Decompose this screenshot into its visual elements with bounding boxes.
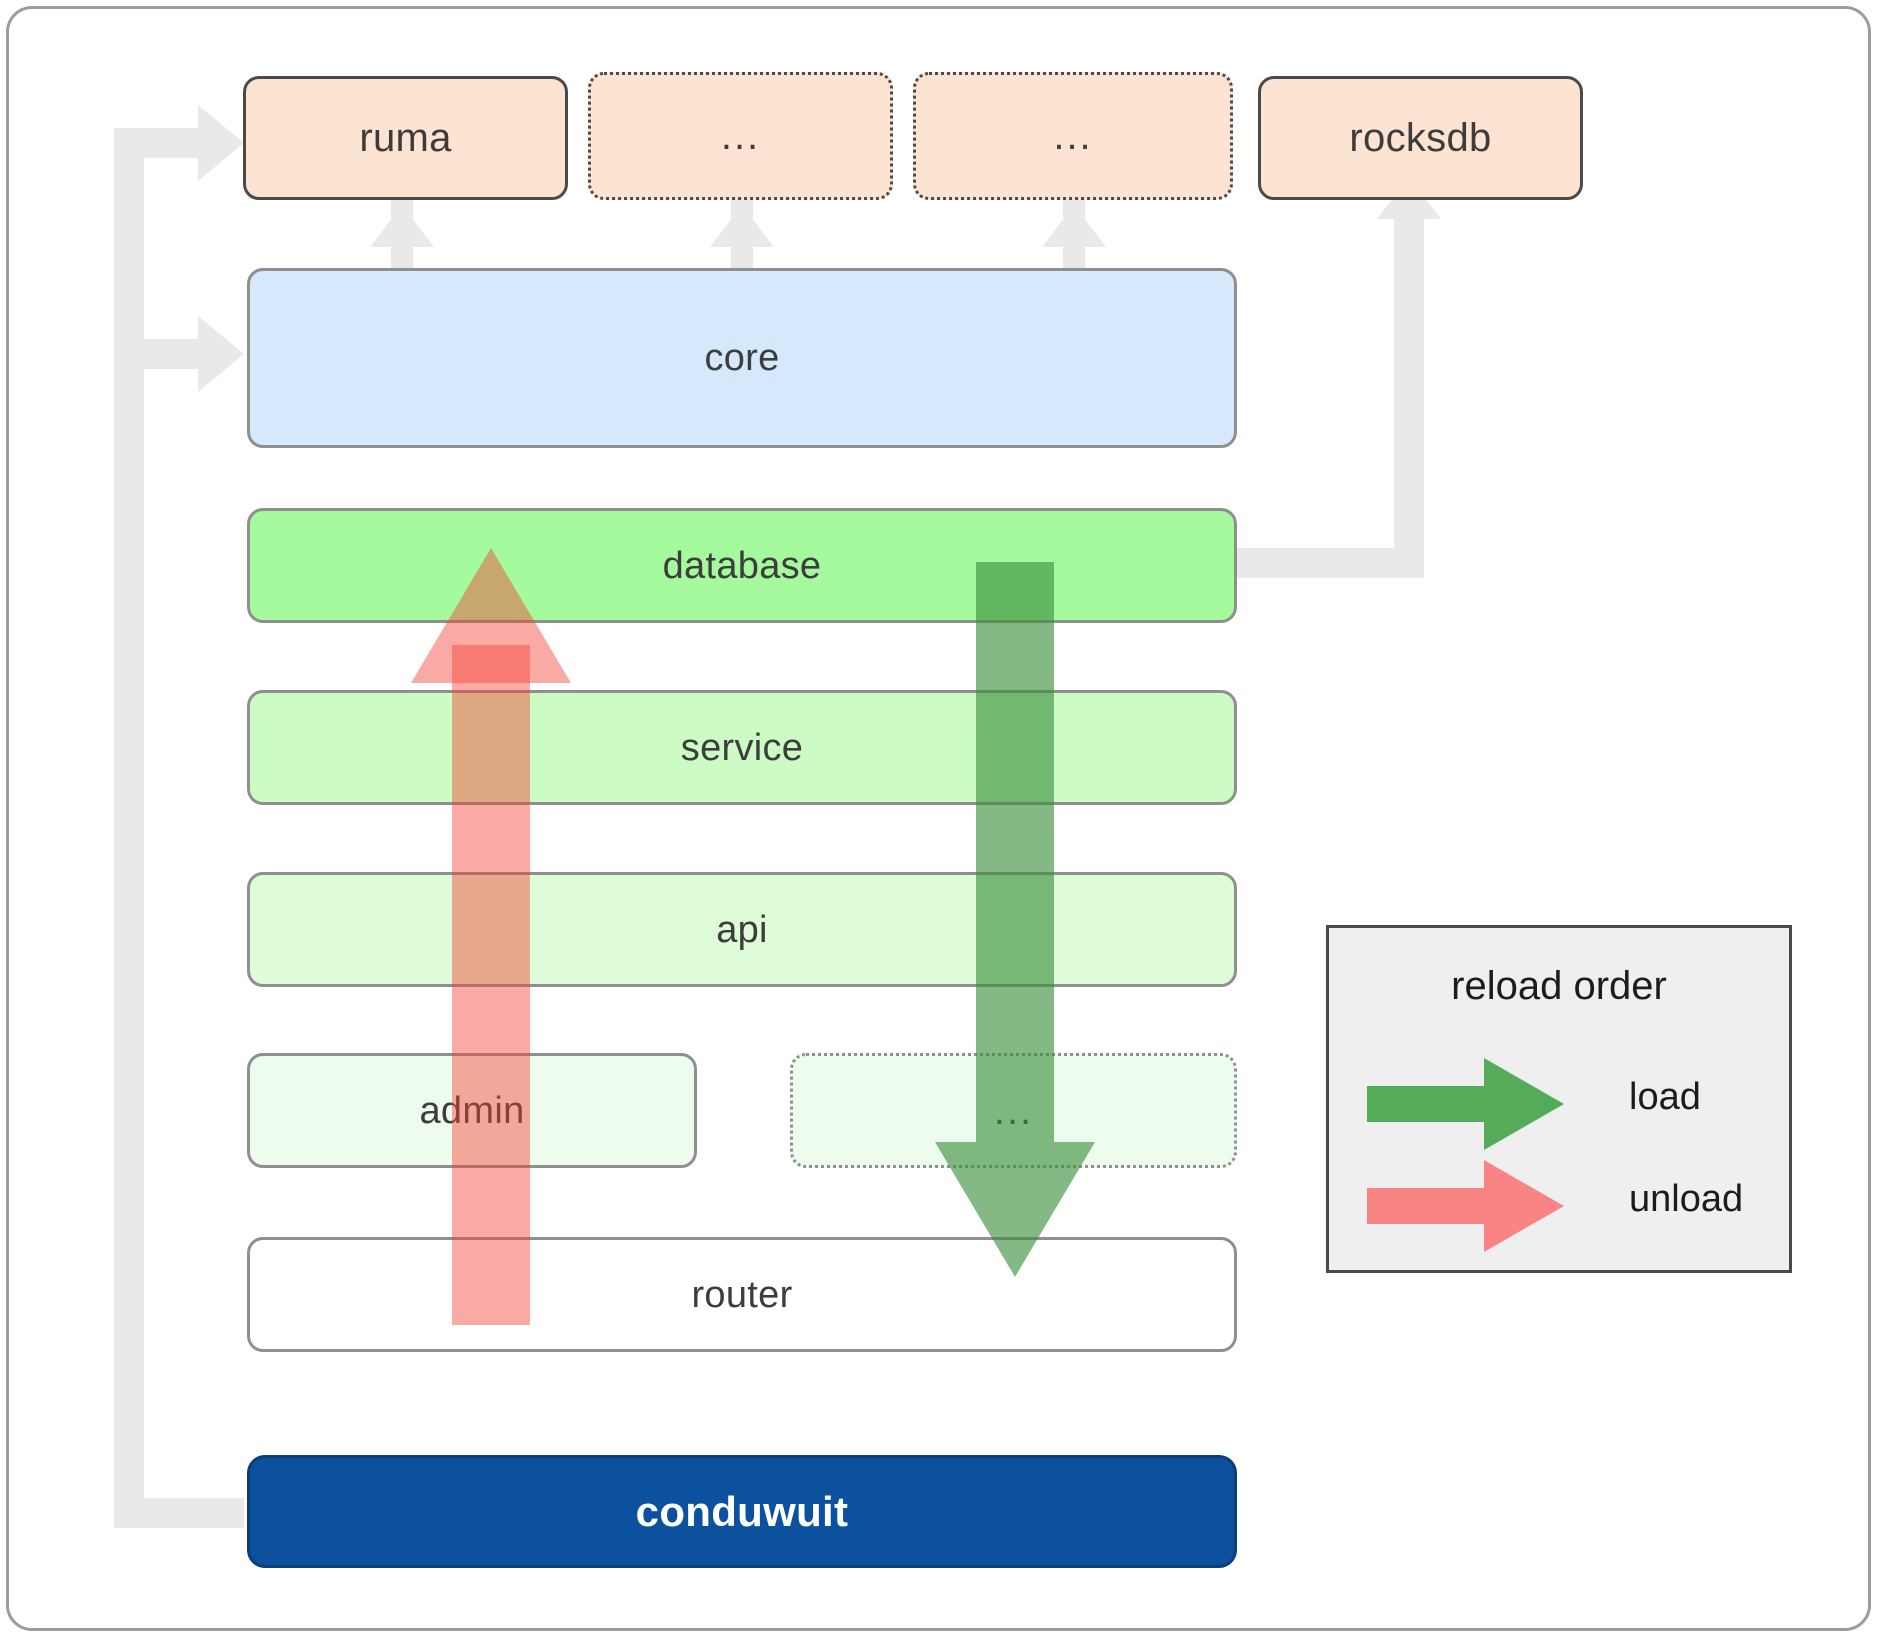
- load-arrow-head: [935, 1142, 1095, 1277]
- connector-arrowhead-core-dots1: [710, 205, 774, 247]
- layer-box-core[interactable]: core: [247, 268, 1237, 448]
- legend-load-arrow-head: [1484, 1058, 1564, 1150]
- layer-label-api: api: [716, 908, 768, 951]
- legend-row-load: load: [1329, 1058, 1789, 1150]
- layer-box-database[interactable]: database: [247, 508, 1237, 623]
- connector-arrowhead-core-ruma: [370, 205, 434, 247]
- layer-box-admin[interactable]: admin: [247, 1053, 697, 1168]
- connector-arrowhead-core-dots2: [1042, 205, 1106, 247]
- legend-unload-label: unload: [1629, 1178, 1744, 1220]
- legend-panel: reload order load unload: [1326, 925, 1792, 1273]
- layer-box-router[interactable]: router: [247, 1237, 1237, 1352]
- dependency-label-rocksdb: rocksdb: [1349, 116, 1492, 160]
- unload-arrow-head: [411, 548, 571, 683]
- connector-left-trunk: [114, 128, 144, 1528]
- connector-database-to-rocksdb-h: [1228, 548, 1424, 578]
- dependency-box-rocksdb[interactable]: rocksdb: [1258, 76, 1583, 200]
- legend-unload-arrow-head: [1484, 1160, 1564, 1252]
- dependency-label-ellipsis-1: ...: [720, 114, 761, 158]
- connector-arrowhead-core: [198, 316, 244, 392]
- connector-arrowhead-ruma: [198, 105, 244, 181]
- layer-label-core: core: [704, 337, 780, 379]
- layer-box-service[interactable]: service: [247, 690, 1237, 805]
- load-arrow-shaft: [976, 562, 1054, 1142]
- unload-arrow-shaft: [452, 645, 530, 1325]
- layer-box-api[interactable]: api: [247, 872, 1237, 987]
- dependency-box-ruma[interactable]: ruma: [243, 76, 568, 200]
- connector-left-to-conduwuit: [114, 1498, 244, 1528]
- connector-database-to-rocksdb-v: [1394, 216, 1424, 578]
- layer-label-router: router: [691, 1273, 793, 1316]
- dependency-box-ellipsis-2[interactable]: ...: [913, 72, 1233, 200]
- brand-box-conduwuit[interactable]: conduwuit: [247, 1455, 1237, 1568]
- layer-label-database: database: [662, 544, 822, 587]
- layer-label-admin: admin: [419, 1089, 525, 1132]
- dependency-label-ellipsis-2: ...: [1053, 114, 1093, 158]
- dependency-label-ruma: ruma: [359, 116, 452, 160]
- legend-row-unload: unload: [1329, 1160, 1789, 1252]
- connector-left-branch-core: [114, 339, 200, 369]
- dependency-box-ellipsis-1[interactable]: ...: [588, 72, 893, 200]
- layer-label-service: service: [680, 726, 804, 769]
- brand-label-conduwuit: conduwuit: [635, 1487, 849, 1535]
- legend-load-label: load: [1629, 1076, 1701, 1118]
- connector-left-branch-ruma: [114, 128, 200, 158]
- diagram-frame: [6, 6, 1871, 1631]
- legend-title: reload order: [1451, 964, 1667, 1008]
